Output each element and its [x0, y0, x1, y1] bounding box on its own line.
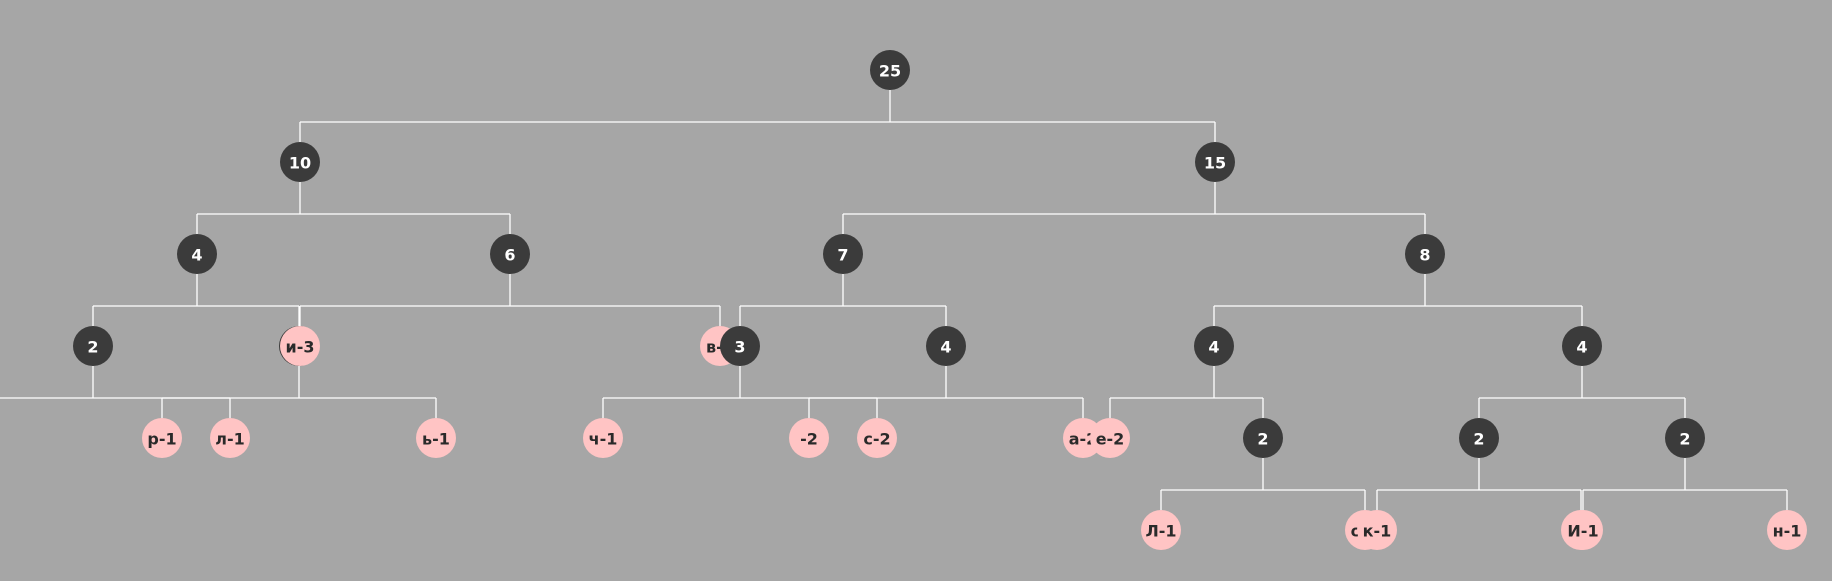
internal-node-label: 15 — [1204, 154, 1226, 173]
internal-node-circle — [490, 234, 530, 274]
internal-node-label: 4 — [1208, 338, 1219, 357]
internal-node: 2 — [1665, 418, 1705, 458]
internal-node-circle — [1562, 326, 1602, 366]
internal-node: 4 — [926, 326, 966, 366]
leaf-node-label: к-1 — [1363, 522, 1392, 541]
leaf-node-circle — [280, 326, 320, 366]
leaf-node: Л-1 — [1141, 510, 1181, 550]
leaf-node-label: и-3 — [286, 338, 315, 357]
internal-node: 4 — [177, 234, 217, 274]
leaf-node-circle — [583, 418, 623, 458]
leaf-node-circle — [1767, 510, 1807, 550]
leaf-node-label: н-1 — [1773, 522, 1802, 541]
internal-node-label: 3 — [734, 338, 745, 357]
leaf-node-circle — [789, 418, 829, 458]
internal-node: 10 — [280, 142, 320, 182]
internal-node-label: 4 — [940, 338, 951, 357]
internal-node-circle — [823, 234, 863, 274]
leaf-node: р-1 — [142, 418, 182, 458]
internal-node-circle — [720, 326, 760, 366]
internal-node-circle — [280, 142, 320, 182]
internal-node-label: 10 — [289, 154, 311, 173]
leaf-node-label: Л-1 — [1145, 522, 1176, 541]
internal-node: 6 — [490, 234, 530, 274]
internal-node: 7 — [823, 234, 863, 274]
internal-node-label: 2 — [1679, 430, 1690, 449]
internal-node-circle — [1195, 142, 1235, 182]
leaf-node: И-1 — [1563, 510, 1603, 550]
leaf-node-circle — [1090, 418, 1130, 458]
internal-node-circle — [1459, 418, 1499, 458]
internal-node-label: 7 — [837, 246, 848, 265]
leaf-node: ч-1 — [583, 418, 623, 458]
internal-node: 25 — [870, 50, 910, 90]
internal-node-circle — [73, 326, 113, 366]
leaf-node-circle — [1563, 510, 1603, 550]
leaf-node-circle — [210, 418, 250, 458]
internal-node: 2 — [73, 326, 113, 366]
leaf-node-circle — [1357, 510, 1397, 550]
leaf-node-label: а-2 — [1069, 430, 1098, 449]
internal-node-label: 2 — [1257, 430, 1268, 449]
leaf-node: и-3 — [280, 326, 320, 366]
leaf-node: к-1 — [1357, 510, 1397, 550]
leaf-node-label: И-1 — [1567, 522, 1598, 541]
leaf-node-label: ч-1 — [589, 430, 618, 449]
leaf-node: ь-1 — [416, 418, 456, 458]
leaf-node: л-1 — [210, 418, 250, 458]
tree-nodes: В-1л-12р-1ь-124и-3в-3610ч-1с-23-2а-247е-… — [73, 50, 1807, 550]
leaf-node: с-2 — [857, 418, 897, 458]
internal-node-label: 25 — [879, 62, 901, 81]
leaf-node-circle — [857, 418, 897, 458]
internal-node-label: 4 — [191, 246, 202, 265]
internal-node-label: 2 — [87, 338, 98, 357]
leaf-node-label: с-2 — [863, 430, 890, 449]
internal-node-label: 2 — [1473, 430, 1484, 449]
internal-node-label: 6 — [504, 246, 515, 265]
internal-node: 4 — [1562, 326, 1602, 366]
leaf-node-circle — [142, 418, 182, 458]
internal-node-circle — [870, 50, 910, 90]
tree-edges — [0, 90, 1788, 510]
leaf-node-circle — [1141, 510, 1181, 550]
internal-node: 8 — [1405, 234, 1445, 274]
internal-node: 15 — [1195, 142, 1235, 182]
leaf-node-label: ь-1 — [422, 430, 450, 449]
leaf-node: -2 — [789, 418, 829, 458]
internal-node-circle — [1194, 326, 1234, 366]
leaf-node-label: е-2 — [1096, 430, 1125, 449]
internal-node: 2 — [1243, 418, 1283, 458]
internal-node: 3 — [720, 326, 760, 366]
leaf-node: н-1 — [1767, 510, 1807, 550]
internal-node-label: 4 — [1576, 338, 1587, 357]
internal-node-circle — [926, 326, 966, 366]
leaf-node-label: -2 — [800, 430, 818, 449]
internal-node-circle — [1665, 418, 1705, 458]
leaf-node-circle — [416, 418, 456, 458]
internal-node-label: 8 — [1419, 246, 1430, 265]
internal-node: 2 — [1459, 418, 1499, 458]
internal-node-circle — [177, 234, 217, 274]
leaf-node: е-2 — [1090, 418, 1130, 458]
internal-node-circle — [1243, 418, 1283, 458]
internal-node-circle — [1405, 234, 1445, 274]
leaf-node-label: р-1 — [147, 430, 176, 449]
internal-node: 4 — [1194, 326, 1234, 366]
leaf-node-label: л-1 — [215, 430, 245, 449]
